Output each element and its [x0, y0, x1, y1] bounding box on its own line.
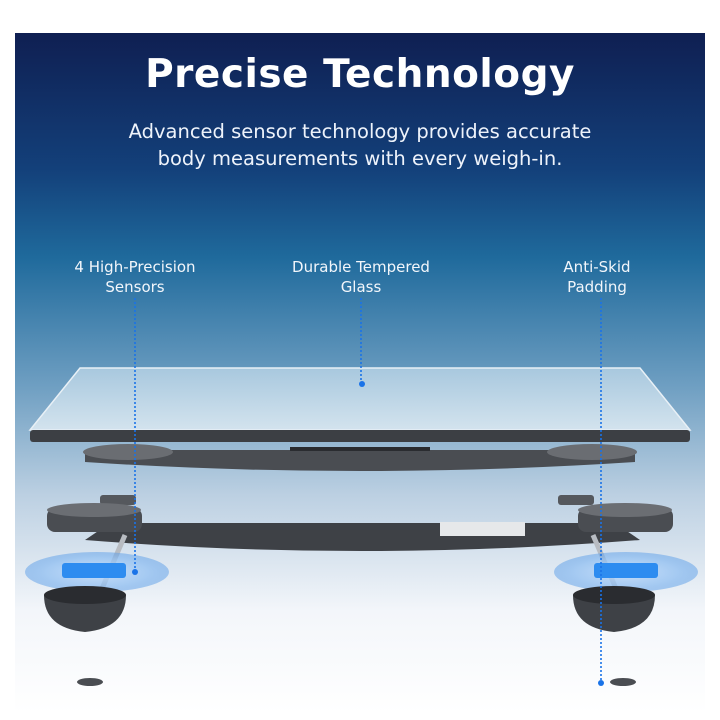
- callout-glass: Durable Tempered Glass: [261, 257, 461, 297]
- load-sensor-left: [25, 534, 169, 599]
- callout-glass-line1: Durable Tempered: [292, 258, 430, 276]
- callout-dot-glass: [359, 381, 365, 387]
- callout-padding-line1: Anti-Skid: [563, 258, 631, 276]
- callout-sensors: 4 High-Precision Sensors: [35, 257, 235, 297]
- subtitle-line-1: Advanced sensor technology provides accu…: [128, 120, 592, 143]
- tempered-glass-top: [28, 367, 692, 442]
- callout-dot-padding: [598, 680, 604, 686]
- callout-padding: Anti-Skid Padding: [497, 257, 697, 297]
- callout-dot-sensors: [132, 569, 138, 575]
- callout-sensors-line1: 4 High-Precision: [74, 258, 196, 276]
- lower-base: [47, 495, 673, 551]
- subtitle-line-2: body measurements with every weigh-in.: [157, 147, 563, 170]
- upper-frame: [83, 444, 637, 471]
- callout-padding-line2: Padding: [567, 278, 627, 296]
- callout-sensors-line2: Sensors: [105, 278, 165, 296]
- foot-left: [44, 586, 126, 632]
- foot-right: [573, 586, 655, 632]
- page-title: Precise Technology: [145, 52, 575, 97]
- callout-glass-line2: Glass: [340, 278, 382, 296]
- anti-skid-pad-right: [610, 678, 636, 686]
- anti-skid-pad-left: [77, 678, 103, 686]
